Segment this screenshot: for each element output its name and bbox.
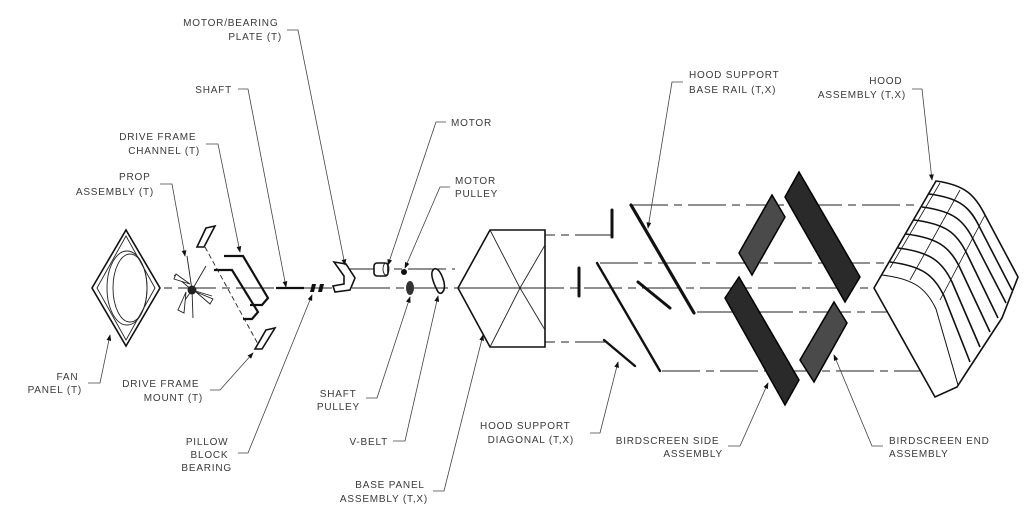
label-hood-support-diagonal: HOOD SUPPORT DIAGONAL (T,X) xyxy=(480,421,574,446)
hood-assembly-part xyxy=(873,180,1019,399)
prop-assembly-part xyxy=(173,255,214,319)
birdscreen-side-assembly-part xyxy=(724,170,861,407)
pillow-block-bearing-part xyxy=(310,284,324,292)
motor-pulley-part xyxy=(401,269,407,275)
label-motor: MOTOR xyxy=(451,118,492,129)
label-motor-pulley: MOTOR PULLEY xyxy=(455,176,500,200)
motor-bearing-plate-part xyxy=(331,260,356,293)
label-birdscreen-end-assembly: BIRDSCREEN END ASSEMBLY xyxy=(889,436,993,460)
label-hood-support-base-rail: HOOD SUPPORT BASE RAIL (T,X) xyxy=(689,70,783,96)
shaft-pulley-part xyxy=(406,281,414,295)
label-motor-bearing-plate: MOTOR/BEARING PLATE (T) xyxy=(183,18,282,43)
base-panel-assembly-part xyxy=(457,229,546,348)
v-belt-part xyxy=(430,267,446,294)
label-fan-panel: FAN PANEL (T) xyxy=(28,372,82,396)
drive-frame-part xyxy=(195,224,277,350)
label-hood-assembly: HOOD ASSEMBLY (T,X) xyxy=(818,76,906,101)
label-v-belt: V-BELT xyxy=(349,437,388,448)
fan-panel-part xyxy=(91,228,161,348)
label-shaft: SHAFT xyxy=(195,85,232,96)
label-drive-frame-mount: DRIVE FRAME MOUNT (T) xyxy=(122,379,203,404)
label-base-panel-assembly: BASE PANEL ASSEMBLY (T,X) xyxy=(340,480,428,505)
label-birdscreen-side-assembly: BIRDSCREEN SIDE ASSEMBLY xyxy=(616,436,723,460)
hood-support-rails-part xyxy=(577,203,696,373)
leader-lines xyxy=(88,29,934,492)
label-prop-assembly: PROP ASSEMBLY (T) xyxy=(76,172,154,198)
projection-lines xyxy=(120,204,1000,372)
label-pillow-block-bearing: PILLOW BLOCK BEARING xyxy=(181,437,232,474)
birdscreen-end-assembly-part xyxy=(738,193,848,384)
label-drive-frame-channel: DRIVE FRAME CHANNEL (T) xyxy=(119,132,200,157)
label-shaft-pulley: SHAFT PULLEY xyxy=(317,389,360,413)
motor-part xyxy=(373,262,407,277)
